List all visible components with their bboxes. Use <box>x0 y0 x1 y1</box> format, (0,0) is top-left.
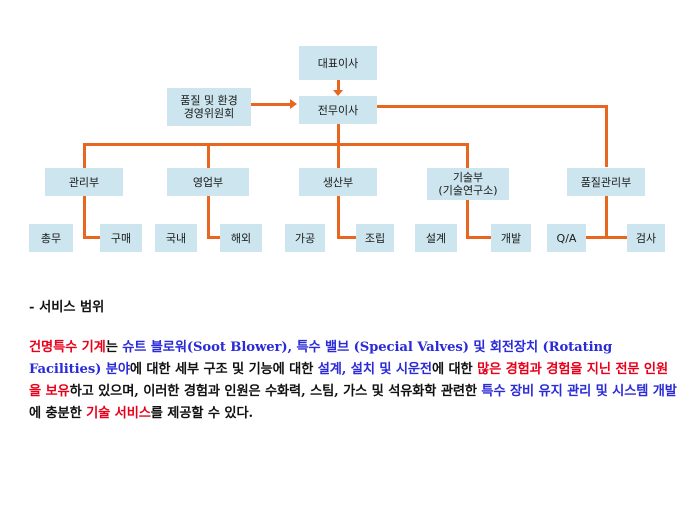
services-heading: - 서비스 범위 <box>29 300 105 315</box>
dept-management-label: 관리부 <box>68 175 100 189</box>
dept-quality-box: 품질관리부 <box>567 168 645 196</box>
services-text-segment: 는 <box>105 340 123 355</box>
team-assembly-box: 조립 <box>356 224 394 252</box>
dept-production-label: 생산부 <box>322 175 354 189</box>
org-chart: 대표이사 품질 및 환경 경영위원회 전무이사 관리부 영업부 생산부 기술부 … <box>29 46 665 252</box>
connector-quality-drop <box>605 105 608 167</box>
connector-management-drop <box>83 143 86 168</box>
team-general-affairs-box: 총무 <box>29 224 73 252</box>
committee-box: 품질 및 환경 경영위원회 <box>167 88 251 126</box>
services-text-segment: 많은 경험과 경험을 지닌 전문 인원을 보유 <box>29 362 668 399</box>
services-text-segment: 특수 장비 유지 관리 및 시스템 개발 <box>481 384 677 399</box>
team-development-box: 개발 <box>491 224 531 252</box>
team-qa-label: Q/A <box>556 231 577 245</box>
connector-dept-bus <box>83 143 469 146</box>
connector-sales-drop <box>207 143 210 168</box>
team-domestic-label: 국내 <box>165 231 187 245</box>
team-machining-box: 가공 <box>285 224 325 252</box>
services-description: 건명특수 기계는 슈트 블로워(Soot Blower), 특수 밸브 (Spe… <box>29 337 677 425</box>
committee-label-line2: 경영위원회 <box>183 107 235 120</box>
connector-md-down <box>337 124 340 145</box>
services-text-segment: 슈트 블로워(Soot Blower), 특수 밸브 (Special Valv… <box>29 340 613 377</box>
services-text-segment: 에 대한 <box>431 362 478 377</box>
connector-management-stem <box>83 196 86 237</box>
team-assembly-label: 조립 <box>364 231 386 245</box>
team-machining-label: 가공 <box>294 231 316 245</box>
dept-technical-label-line1: 기술부 <box>452 171 484 184</box>
connector-technical-drop <box>466 143 469 168</box>
connector-production-drop <box>337 143 340 168</box>
team-inspection-label: 검사 <box>635 231 657 245</box>
team-purchasing-label: 구매 <box>110 231 132 245</box>
dept-technical-box: 기술부 (기술연구소) <box>427 168 509 200</box>
team-inspection-box: 검사 <box>627 224 665 252</box>
connector-md-quality <box>377 105 607 108</box>
arrow-to-md-left <box>290 99 297 109</box>
managing-director-box: 전무이사 <box>299 96 377 124</box>
team-general-affairs-label: 총무 <box>40 231 62 245</box>
connector-management-team <box>83 236 100 239</box>
managing-director-label: 전무이사 <box>317 103 359 117</box>
services-text-segment: 기술 서비스 <box>86 406 151 421</box>
services-text-segment: 하고 있으며, 이러한 경험과 인원은 수화력, 스팀, 가스 및 석유화학 관… <box>69 384 482 399</box>
connector-sales-team <box>207 236 220 239</box>
team-purchasing-box: 구매 <box>100 224 142 252</box>
team-qa-box: Q/A <box>547 224 586 252</box>
dept-technical-label-line2: (기술연구소) <box>438 184 498 197</box>
team-overseas-label: 해외 <box>230 231 252 245</box>
services-text-segment: 에 대한 세부 구조 및 기능에 대한 <box>129 362 318 377</box>
team-domestic-box: 국내 <box>155 224 197 252</box>
connector-sales-stem <box>207 196 210 237</box>
connector-technical-team <box>466 236 491 239</box>
ceo-box: 대표이사 <box>299 46 377 80</box>
dept-production-box: 생산부 <box>299 168 377 196</box>
dept-management-box: 관리부 <box>45 168 123 196</box>
connector-production-stem <box>337 196 340 237</box>
team-design-box: 설계 <box>415 224 457 252</box>
team-design-label: 설계 <box>425 231 447 245</box>
team-overseas-box: 해외 <box>220 224 262 252</box>
services-text-segment: 설계, 설치 및 시운전 <box>317 362 432 377</box>
connector-production-team <box>337 236 356 239</box>
committee-label-line1: 품질 및 환경 <box>180 94 238 107</box>
connector-committee <box>251 103 291 106</box>
dept-sales-box: 영업부 <box>167 168 249 196</box>
dept-quality-label: 품질관리부 <box>580 175 632 189</box>
dept-sales-label: 영업부 <box>192 175 224 189</box>
arrow-to-md <box>333 90 343 96</box>
services-text-segment: 에 충분한 <box>29 406 87 421</box>
services-text-segment: 건명특수 기계 <box>29 340 106 355</box>
connector-quality-team <box>586 236 627 239</box>
connector-quality-stem <box>605 196 608 237</box>
connector-technical-stem <box>466 200 469 237</box>
ceo-label: 대표이사 <box>317 56 359 70</box>
services-text-segment: 를 제공할 수 있다. <box>150 406 253 421</box>
team-development-label: 개발 <box>500 231 522 245</box>
connector-ceo-md <box>337 80 340 94</box>
